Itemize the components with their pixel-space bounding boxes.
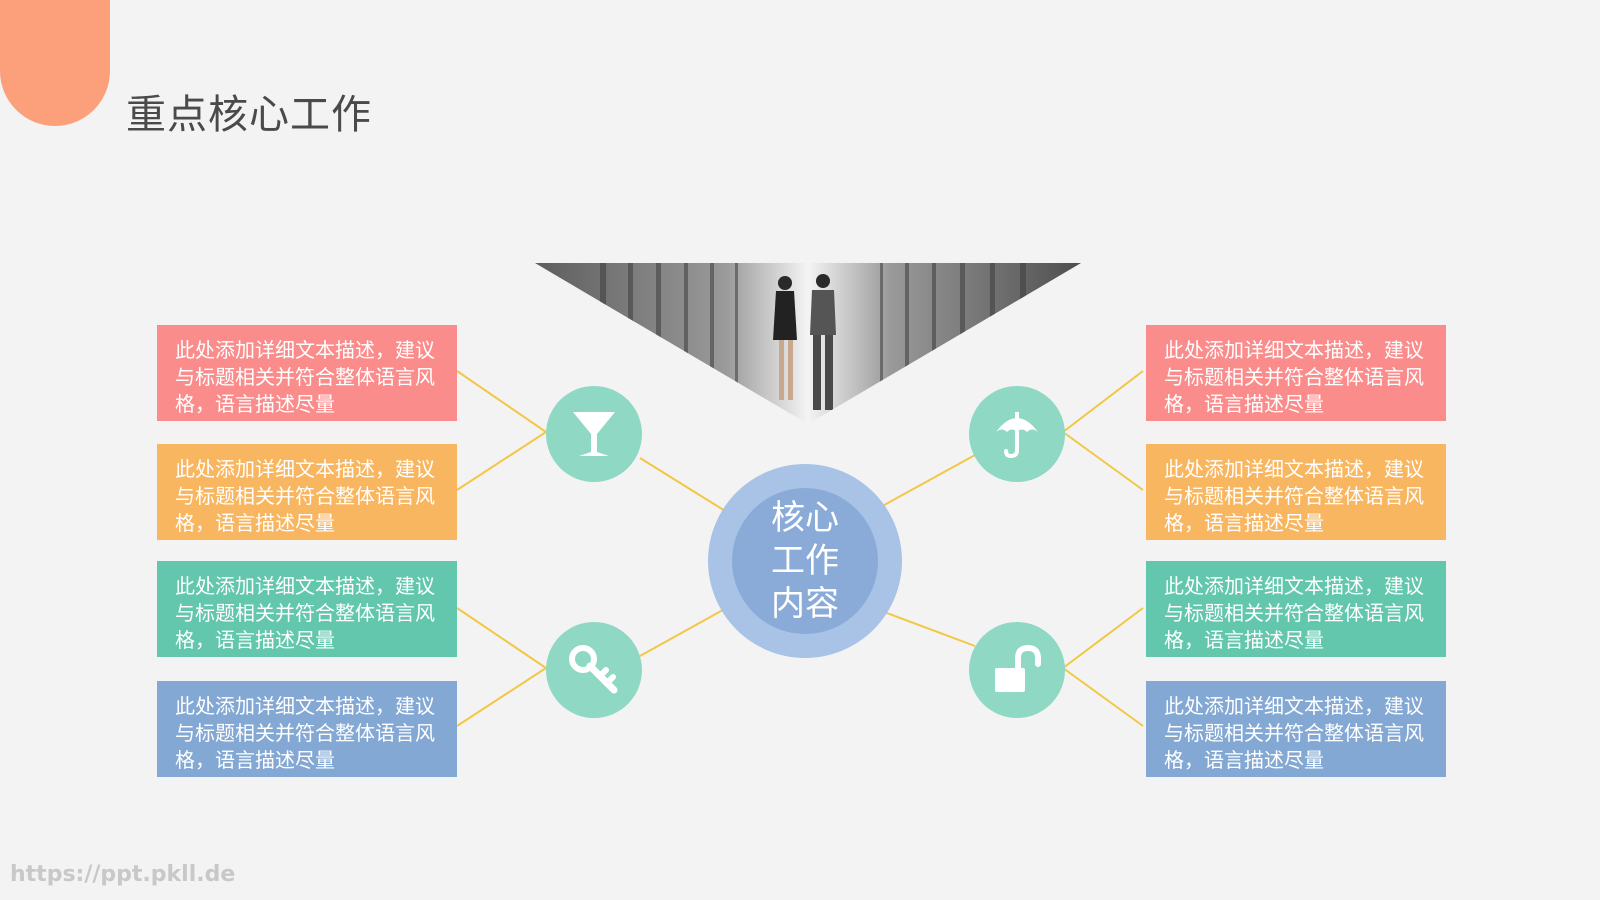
page-title: 重点核心工作 [126, 92, 372, 138]
center-line-2: 工作 [771, 540, 839, 581]
text-box-left-2: 此处添加详细文本描述，建议与标题相关并符合整体语言风格，语言描述尽量 [157, 444, 457, 540]
text-box-right-3: 此处添加详细文本描述，建议与标题相关并符合整体语言风格，语言描述尽量 [1146, 561, 1446, 657]
text-box-right-2: 此处添加详细文本描述，建议与标题相关并符合整体语言风格，语言描述尽量 [1146, 444, 1446, 540]
center-node: 核心 工作 内容 [708, 464, 902, 658]
connector-line [1062, 607, 1144, 669]
cocktail-glass-icon [546, 386, 642, 482]
text-box-right-1: 此处添加详细文本描述，建议与标题相关并符合整体语言风格，语言描述尽量 [1146, 325, 1446, 421]
center-line-3: 内容 [771, 583, 839, 624]
connector-line [639, 605, 731, 657]
center-node-inner: 核心 工作 内容 [732, 488, 878, 634]
umbrella-icon [969, 386, 1065, 482]
footer-url: https://ppt.pkll.de [10, 862, 236, 887]
unlock-padlock-icon [969, 622, 1065, 718]
connector-line [1062, 431, 1144, 491]
text-box-left-4: 此处添加详细文本描述，建议与标题相关并符合整体语言风格，语言描述尽量 [157, 681, 457, 777]
text-box-right-4: 此处添加详细文本描述，建议与标题相关并符合整体语言风格，语言描述尽量 [1146, 681, 1446, 777]
connector-line [1062, 667, 1144, 727]
connector-line [867, 454, 976, 515]
key-icon [546, 622, 642, 718]
connector-line [639, 457, 731, 515]
text-box-left-3: 此处添加详细文本描述，建议与标题相关并符合整体语言风格，语言描述尽量 [157, 561, 457, 657]
connector-line [456, 607, 547, 669]
connector-line [1062, 370, 1144, 433]
connector-line [456, 667, 547, 727]
center-line-1: 核心 [771, 497, 839, 538]
corner-accent [0, 0, 110, 126]
connector-line [456, 370, 547, 433]
connector-line [456, 431, 547, 491]
text-box-left-1: 此处添加详细文本描述，建议与标题相关并符合整体语言风格，语言描述尽量 [157, 325, 457, 421]
